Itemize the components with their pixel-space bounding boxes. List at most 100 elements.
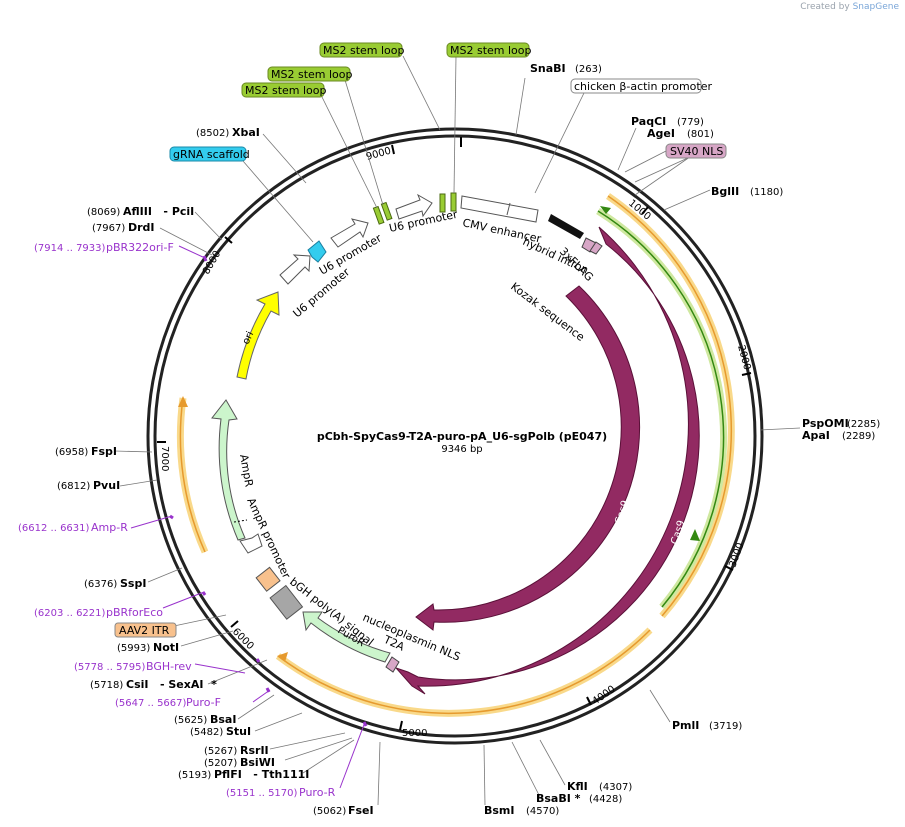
svg-text:NotI: NotI [153,641,179,654]
primer-pbrforeco: (6203 .. 6221)pBRforEco [34,606,163,619]
feature-callout-lines [154,55,698,631]
puror-arrow [302,611,391,663]
enzyme-rsrii: (5267)RsrII [204,744,269,757]
svg-text:gRNA scaffold: gRNA scaffold [173,148,250,161]
svg-text:AgeI: AgeI [647,127,675,140]
primer-marks [169,255,368,727]
tick-marks [157,137,752,731]
enzyme-sspi: (6376)SspI [84,577,146,590]
svg-text:StuI: StuI [226,725,251,738]
u6-promoter-arrows [279,193,433,285]
svg-text:MS2 stem loop: MS2 stem loop [323,44,405,57]
enzyme-kfli: KflI(4307) [567,780,632,793]
svg-text:(801): (801) [687,129,714,140]
svg-text:BsaI: BsaI [210,713,236,726]
svg-text:Amp-R: Amp-R [91,521,128,534]
svg-text:MS2 stem loop: MS2 stem loop [271,68,353,81]
snapgene-credit: Created by SnapGene [800,2,899,12]
enzyme-apai: ApaI(2289) [802,429,875,442]
enzyme-afliii-pcii: (8069)AflIII - PciI [87,205,194,218]
enzyme-fspi: (6958)FspI [55,445,117,458]
svg-text:PflFI - Tth111I: PflFI - Tth111I [214,768,309,781]
aav2-itr-box [255,566,281,592]
svg-text:(5482): (5482) [190,727,223,738]
enzyme-pvui: (6812)PvuI [57,479,120,492]
svg-text:(3719): (3719) [709,721,742,732]
primer-puro-f: (5647 .. 5667)Puro-F [115,696,221,709]
svg-text:(5193): (5193) [178,770,211,781]
svg-text:(5778 .. 5795): (5778 .. 5795) [74,662,146,673]
enzyme-fsei: (5062)FseI [313,804,374,817]
enzyme-paqci: PaqCI(779) [631,115,704,128]
svg-text:chicken β-actin promoter: chicken β-actin promoter [574,80,712,93]
label-box-ms2-1: MS2 stem loop [319,42,405,58]
primer-callout-lines [130,245,366,789]
svg-text:(2289): (2289) [842,431,875,442]
svg-text:(8069): (8069) [87,207,120,218]
enzyme-pspomi: PspOMI(2285) [802,417,880,430]
svg-text:BsaBI *: BsaBI * [536,792,581,805]
tick-label-8000: 8000 [201,249,223,277]
cba-promoter-bar [548,214,584,239]
svg-text:BsiWI: BsiWI [240,756,275,769]
grna-scaffold-arrow [307,240,327,263]
svg-text:(5647 .. 5667): (5647 .. 5667) [115,698,187,709]
enzyme-bsai: (5625)BsaI [174,713,236,726]
ori-arrow [236,291,280,380]
outer-tracks [176,193,735,717]
primer-bgh-rev: (5778 .. 5795)BGH-rev [74,660,192,673]
svg-text:(263): (263) [575,64,602,75]
svg-text:AflIII - PciI: AflIII - PciI [123,205,194,218]
cmv-enhancer-arrow [460,195,539,223]
enzyme-pmli: PmlI (3719) [672,719,742,732]
svg-text:SV40 NLS: SV40 NLS [670,145,723,158]
svg-text:CsiI - SexAI *: CsiI - SexAI * [126,678,217,691]
svg-text:SspI: SspI [120,577,146,590]
tick-label-5000: 5000 [402,728,427,739]
enzyme-noti: (5993)NotI [117,641,179,654]
flag-nls-boxes [385,237,603,673]
svg-text:FspI: FspI [91,445,117,458]
svg-text:RsrII: RsrII [240,744,269,757]
svg-text:(6612 .. 6631): (6612 .. 6631) [18,523,90,534]
label-box-aav2-itr: AAV2 ITR [114,622,177,638]
svg-text:FseI: FseI [348,804,374,817]
svg-text:DrdI: DrdI [128,221,155,234]
svg-text:XbaI: XbaI [232,126,260,139]
enzyme-csii-sexai: (5718)CsiI - SexAI * [90,678,217,691]
tick-label-3000: 3000 [727,541,746,569]
svg-text:pBRforEco: pBRforEco [106,606,163,619]
svg-text:BsmI: BsmI [484,804,515,817]
svg-text:(5625): (5625) [174,715,207,726]
enzyme-snabi: SnaBI(263) [530,62,602,75]
svg-text:(5062): (5062) [313,806,346,817]
svg-text:(4570): (4570) [526,806,559,817]
enzyme-drdi: (7967)DrdI [92,221,155,234]
svg-text:(6812): (6812) [57,481,90,492]
ori-label: ori [241,330,256,346]
enzyme-bsiwi: (5207)BsiWI [204,756,275,769]
label-box-ms2-4: MS2 stem loop [241,82,327,98]
enzyme-callout-lines [114,77,801,806]
enzyme-pflfi-tth111i: (5193)PflFI - Tth111I [178,768,309,781]
label-box-grna-scaffold: gRNA scaffold [169,146,250,162]
label-box-ms2-3: MS2 stem loop [267,66,353,82]
svg-text:(5151 .. 5170): (5151 .. 5170) [226,788,298,799]
enzyme-bsabi: BsaBI *(4428) [536,792,622,805]
svg-text:(7967): (7967) [92,223,125,234]
tick-label-7000: 7000 [159,446,170,471]
svg-text:PvuI: PvuI [93,479,120,492]
enzyme-agei: AgeI (801) [647,127,714,140]
svg-text:(1180): (1180) [750,187,783,198]
svg-text:(5718): (5718) [90,680,123,691]
svg-text:(6203 .. 6221): (6203 .. 6221) [34,608,106,619]
primer-puro-r: (5151 .. 5170)Puro-R [226,786,336,799]
svg-text:(6958): (6958) [55,447,88,458]
cas9-arrows [394,226,700,695]
enzyme-xbai: (8502)XbaI [196,126,260,139]
bgh-polya-box [269,584,304,620]
primer-pbr322ori-f: (7914 .. 7933)pBR322ori-F [34,241,174,254]
svg-text:(2285): (2285) [847,419,880,430]
svg-text:PmlI: PmlI [672,719,699,732]
